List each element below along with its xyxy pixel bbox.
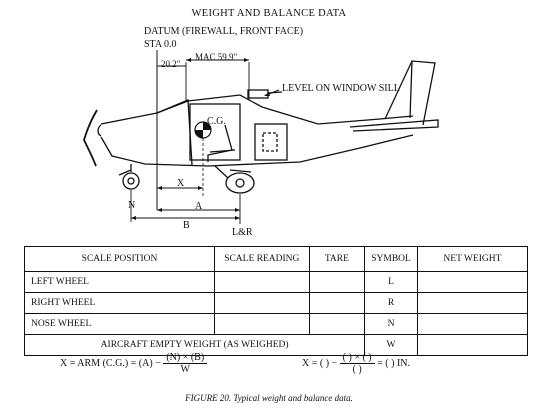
- airplane-side-view-diagram: [83, 50, 439, 224]
- row-nose-wheel-label: NOSE WHEEL: [23, 313, 216, 335]
- right-wheel-tare-cell: [308, 292, 366, 314]
- left-wheel-tare-cell: [308, 271, 366, 293]
- datum-to-mac-dimension: 20.2": [161, 59, 181, 69]
- cg-symbol: [194, 121, 212, 139]
- right-wheel-scale-reading-cell: [214, 292, 310, 314]
- nose-wheel-tare-cell: [308, 313, 366, 335]
- cg-formula-blank-fraction: ( ) × ( ) ( ): [339, 352, 375, 375]
- a-dimension-label: A: [195, 201, 203, 212]
- header-tare: TARE: [308, 246, 366, 272]
- left-wheel-symbol: L: [364, 271, 418, 293]
- cg-formula-blank-prefix: X = ( ) −: [302, 357, 338, 369]
- empty-weight-net-weight-cell: [416, 334, 529, 356]
- table-row: NOSE WHEEL N: [23, 313, 529, 335]
- table-row: AIRCRAFT EMPTY WEIGHT (AS WEIGHED) W: [23, 334, 529, 356]
- level-on-window-sill-label: LEVEL ON WINDOW SILL: [282, 83, 400, 94]
- weight-balance-table: SCALE POSITION SCALE READING TARE SYMBOL…: [23, 246, 529, 356]
- left-wheel-net-weight-cell: [416, 271, 529, 293]
- header-symbol: SYMBOL: [364, 246, 418, 272]
- header-scale-position: SCALE POSITION: [23, 246, 216, 272]
- header-scale-reading: SCALE READING: [214, 246, 310, 272]
- row-right-wheel-label: RIGHT WHEEL: [23, 292, 216, 314]
- cg-formula-blank: X = ( ) − ( ) × ( ) ( ) = ( ) IN.: [302, 352, 410, 375]
- b-dimension-label: B: [183, 220, 190, 231]
- nose-wheel-scale-reading-cell: [214, 313, 310, 335]
- table-row: LEFT WHEEL L: [23, 271, 529, 293]
- nose-wheel-net-weight-cell: [416, 313, 529, 335]
- row-left-wheel-label: LEFT WHEEL: [23, 271, 216, 293]
- page-title: WEIGHT AND BALANCE DATA: [191, 8, 347, 19]
- cg-formula-fraction: (N) × (B) W: [163, 352, 208, 375]
- station-label: STA 0.0: [144, 39, 177, 50]
- left-wheel-scale-reading-cell: [214, 271, 310, 293]
- cg-formula-numerator: (N) × (B): [163, 352, 208, 364]
- cg-formula-blank-numerator: ( ) × ( ): [339, 352, 375, 364]
- table-header-row: SCALE POSITION SCALE READING TARE SYMBOL…: [23, 246, 529, 272]
- cg-formula-denominator: W: [180, 364, 190, 375]
- empty-weight-symbol: W: [364, 334, 418, 356]
- mac-dimension: MAC 59.9": [195, 52, 238, 62]
- cg-formula-blank-denominator: ( ): [352, 364, 362, 375]
- main-wheel-point-label: L&R: [232, 227, 253, 238]
- datum-label: DATUM (FIREWALL, FRONT FACE): [144, 26, 304, 37]
- header-net-weight: NET WEIGHT: [416, 246, 529, 272]
- right-wheel-net-weight-cell: [416, 292, 529, 314]
- x-dimension-label: X: [177, 178, 185, 189]
- nose-wheel-point-label: N: [128, 200, 136, 211]
- cg-label: C.G.: [207, 116, 226, 127]
- row-empty-weight-label: AIRCRAFT EMPTY WEIGHT (AS WEIGHED): [23, 334, 366, 356]
- nose-wheel-symbol: N: [364, 313, 418, 335]
- cg-formula-blank-suffix: = ( ) IN.: [377, 357, 410, 369]
- right-wheel-symbol: R: [364, 292, 418, 314]
- table-row: RIGHT WHEEL R: [23, 292, 529, 314]
- cg-formula-prefix: X = ARM (C.G.) = (A) −: [60, 357, 161, 369]
- cg-formula: X = ARM (C.G.) = (A) − (N) × (B) W: [60, 352, 208, 375]
- figure-caption: FIGURE 20. Typical weight and balance da…: [185, 393, 353, 403]
